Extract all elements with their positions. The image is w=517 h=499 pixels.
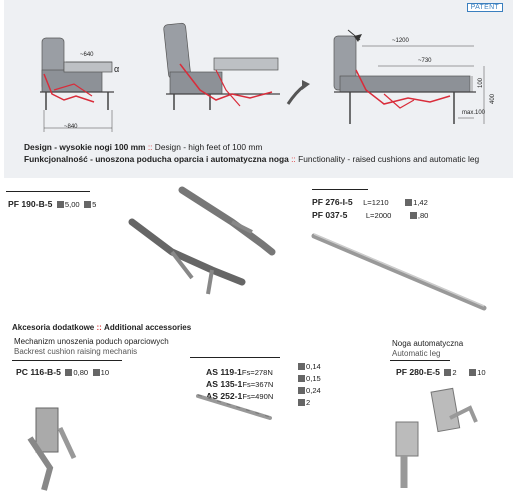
dim-100: 100 — [478, 77, 485, 89]
qty-value: 2 — [306, 398, 311, 407]
caption-func-pl: Funkcjonalność - unoszona poducha oparci… — [24, 154, 289, 164]
box-icon — [469, 368, 477, 377]
as-row: AS 252-1Fs=490N — [206, 386, 326, 401]
caption-functionality: Funkcjonalność - unoszona poducha oparci… — [24, 154, 479, 165]
weight-icon — [444, 368, 452, 377]
weight-icon — [405, 198, 413, 207]
as-row: AS 135-1Fs=367N — [206, 374, 326, 389]
dim-400: 400 — [490, 93, 497, 105]
tube-image — [311, 233, 487, 311]
rule — [190, 357, 280, 358]
dim-840: ~840 — [64, 124, 78, 130]
weight-icon — [298, 363, 305, 370]
dim-1200: ~1200 — [392, 38, 409, 44]
sofa-diagrams — [40, 22, 485, 132]
product-code: AS 135-1 — [206, 379, 243, 389]
dim-alpha: α — [114, 64, 120, 74]
dim-640: ~640 — [80, 52, 94, 58]
rule — [12, 360, 122, 361]
patent-badge: PATENT — [466, 3, 503, 12]
length-value: L=1210 — [363, 198, 389, 207]
leg-label-en: Automatic leg — [392, 349, 441, 358]
rule — [390, 360, 450, 361]
caption-design-en: Design - high feet of 100 mm — [154, 142, 263, 152]
sofa-open-diagram — [333, 29, 485, 124]
product-pf190: PF 190-B-5 5,00 5 — [8, 194, 96, 212]
product-code: PF 276-I-5 — [312, 197, 353, 207]
box-icon — [84, 200, 92, 209]
qty-value: 5 — [92, 200, 97, 209]
caption-separator: :: — [291, 154, 296, 164]
caption-design: Design - wysokie nogi 100 mm :: Design -… — [24, 142, 262, 153]
sofa-opening-diagram — [163, 22, 310, 110]
caption-separator: :: — [147, 142, 153, 152]
weight-icon — [65, 368, 73, 377]
product-code: AS 252-1 — [206, 391, 243, 401]
weight-icon — [409, 211, 418, 220]
weight-value: 5,00 — [64, 200, 80, 209]
box-icon — [92, 368, 101, 377]
qty-value: 10 — [477, 368, 486, 377]
product-pf037: PF 037-5 L=2000 ,80 — [312, 205, 428, 223]
rule — [312, 189, 368, 190]
force-value: Fs=490N — [242, 392, 274, 401]
caption-func-en: Functionality - raised cushions and auto… — [298, 154, 480, 164]
caption-design-pl: Design - wysokie nogi 100 mm — [24, 142, 146, 152]
product-code: PF 280-E-5 — [396, 367, 440, 377]
accessories-title: Akcesoria dodatkowe :: Additional access… — [12, 323, 191, 332]
dim-max100: max.100 — [462, 110, 486, 116]
cushion-mechanism-image — [27, 407, 77, 491]
title-separator: :: — [96, 323, 102, 332]
as-list: AS 119-1Fs=278N AS 135-1Fs=367N AS 252-1… — [206, 362, 326, 401]
as-weights: 0,14 0,15 0,24 2 — [298, 362, 321, 410]
accessories-title-en: Additional accessories — [104, 323, 192, 332]
force-value: Fs=367N — [242, 380, 274, 389]
weight-icon — [298, 387, 305, 394]
product-pf280: PF 280-E-5 2 10 — [396, 362, 486, 380]
sofa-closed-diagram — [40, 37, 114, 132]
box-icon — [298, 399, 305, 406]
mechanism-label-pl: Mechanizm unoszenia poduch oparciowych — [14, 337, 169, 346]
mechanism-pf190-image — [128, 186, 276, 295]
automatic-leg-image — [395, 387, 478, 488]
weight-value: 0,80 — [73, 368, 89, 377]
product-code: AS 119-1 — [206, 367, 242, 377]
diagram-panel: PATENT ~640 α ~840 ~1200 ~730 100 400 ma… — [4, 0, 513, 178]
length-value: L=2000 — [365, 211, 392, 220]
gas-spring-image — [196, 394, 272, 420]
product-code: PF 037-5 — [312, 210, 348, 220]
accessories-title-pl: Akcesoria dodatkowe — [12, 323, 95, 332]
weight-value: 0,24 — [306, 386, 321, 395]
mechanism-label-en: Backrest cushion raising mechanis — [14, 347, 138, 356]
weight-value: 0,14 — [306, 362, 321, 371]
product-pc116: PC 116-B-5 0,80 10 — [16, 362, 109, 380]
weight-value: 0,15 — [306, 374, 321, 383]
weight-icon — [56, 200, 65, 209]
dim-730: ~730 — [418, 58, 432, 64]
product-code: PF 190-B-5 — [8, 199, 53, 209]
weight-value: 2 — [452, 368, 457, 377]
product-code: PC 116-B-5 — [16, 367, 61, 377]
force-value: Fs=278N — [241, 368, 273, 377]
product-pf276: PF 276-I-5 L=1210 1,42 — [312, 192, 428, 210]
weight-value: 1,42 — [413, 198, 428, 207]
leg-label-pl: Noga automatyczna — [392, 339, 464, 348]
rule — [6, 191, 90, 192]
as-row: AS 119-1Fs=278N — [206, 362, 326, 377]
weight-icon — [298, 375, 305, 382]
qty-value: 10 — [100, 368, 110, 377]
weight-value: ,80 — [417, 211, 429, 220]
